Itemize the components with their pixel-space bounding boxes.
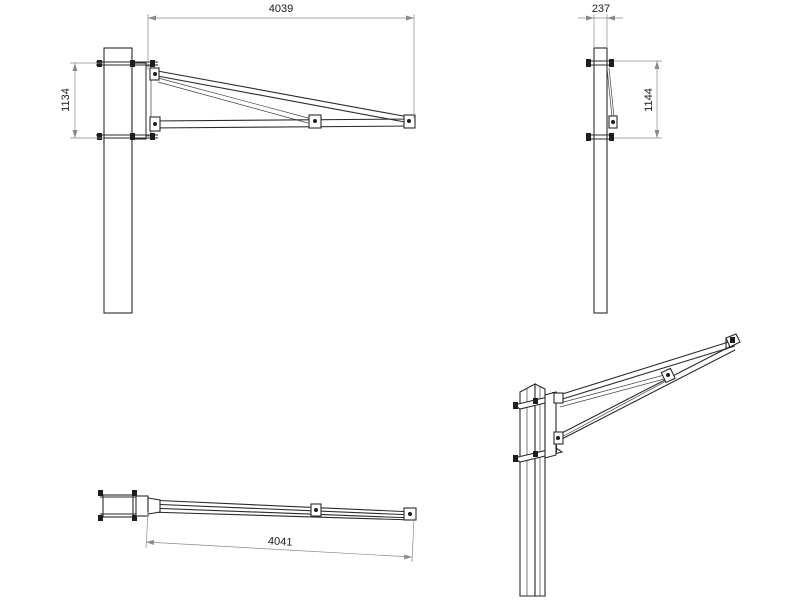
iso-diagonal-brace (553, 339, 736, 408)
top-arms (147, 497, 417, 521)
iso-end-fitting (725, 333, 741, 350)
side-lower-clamp (586, 133, 614, 141)
side-dim-width: 237 (578, 3, 623, 48)
side-pole (593, 47, 608, 314)
front-lower-clamp (96, 133, 158, 140)
front-dim-vertical: 1134 (60, 62, 104, 139)
side-upper-clamp (586, 59, 614, 67)
iso-pole (519, 383, 546, 597)
top-dim-horizontal: 4041 (145, 511, 415, 563)
iso-horizontal-arm (553, 343, 736, 445)
front-pole (103, 47, 133, 314)
top-clamp-block (102, 494, 134, 518)
front-clamp-plate (131, 62, 147, 140)
front-dim-horizontal: 4039 (147, 3, 415, 118)
isometric-view (512, 333, 741, 597)
front-diagonal-brace (149, 67, 415, 124)
side-bracket-profile (606, 67, 618, 129)
side-dim-width-label: 237 (592, 3, 610, 15)
front-dim-horizontal-label: 4039 (269, 3, 293, 15)
side-dim-vertical: 1144 (614, 60, 662, 139)
front-view: 4039 1134 (60, 3, 416, 314)
top-view: 4041 (98, 490, 417, 563)
top-dim-horizontal-label: 4041 (268, 535, 293, 548)
front-horizontal-arm (149, 114, 416, 132)
front-dim-vertical-label: 1134 (60, 88, 72, 112)
side-dim-vertical-label: 1144 (643, 88, 655, 112)
side-view: 237 1144 (578, 3, 662, 314)
